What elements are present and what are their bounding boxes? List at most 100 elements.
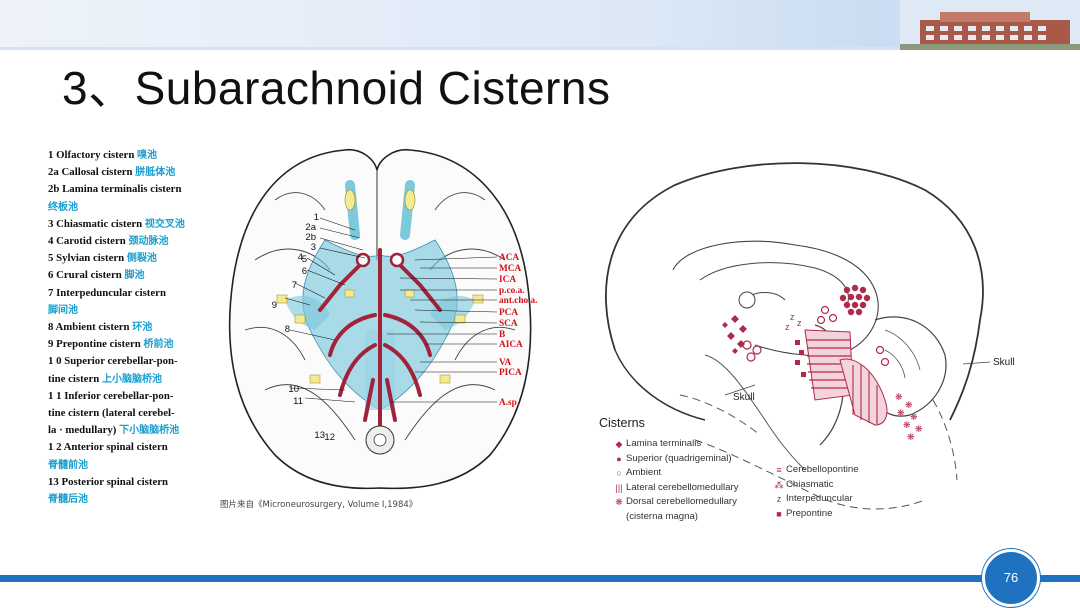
legend-cn-text: 脚池 — [124, 270, 145, 282]
cistern-legend-row: |||Lateral cerebellomedullary — [614, 481, 739, 496]
legend-line: 脚间池 — [48, 302, 228, 319]
artery-label: VA — [499, 358, 512, 368]
legend-line: 13 Posterior spinal cistern — [48, 474, 228, 491]
header-divider — [0, 47, 900, 50]
legend-marker-icon: ||| — [615, 482, 623, 493]
artery-label: ant.cho.a. — [499, 296, 537, 306]
cistern-legend-row: ❋Dorsal cerebellomedullary — [614, 495, 739, 510]
legend-cn-text: 颈动脉池 — [128, 236, 169, 248]
legend-cn-text: 终板池 — [48, 201, 78, 213]
header-building-photo — [900, 0, 1080, 50]
legend-en-text: tine cistern — [48, 372, 102, 385]
legend-marker-icon: ■ — [776, 508, 782, 519]
legend-line: 7 Interpeduncular cistern — [48, 285, 228, 302]
legend-en-text: 13 Posterior spinal cistern — [48, 475, 169, 488]
legend-marker-icon: ≡ — [776, 465, 782, 475]
legend-line: 6 Crural cistern 脚池 — [48, 267, 228, 284]
legend-label: (cisterna magna) — [626, 510, 698, 522]
legend-cn-text: 下小脑脑桥池 — [119, 425, 180, 437]
figure-number-label: 11 — [293, 396, 303, 407]
legend-line: 9 Prepontine cistern 桥前池 — [48, 336, 228, 353]
legend-line: 4 Carotid cistern 颈动脉池 — [48, 233, 228, 250]
svg-text:❋: ❋ — [903, 421, 911, 431]
figure-number-label: 6 — [302, 266, 307, 277]
legend-label: Prepontine — [786, 507, 833, 519]
figure-number-label: 7 — [292, 280, 297, 291]
figure-number-label: 2b — [305, 232, 316, 243]
figure-number-label: 5 — [302, 254, 307, 265]
legend-line: 终板池 — [48, 199, 228, 216]
legend-en-text: 2b Lamina terminalis cistern — [48, 183, 182, 196]
legend-marker-icon: ❋ — [615, 497, 623, 507]
legend-label: Interpeduncular — [786, 493, 853, 504]
legend-marker-icon: ◆ — [615, 439, 623, 449]
artery-label: SCA — [499, 319, 518, 329]
legend-cn-text: 脊髓后池 — [48, 494, 88, 506]
artery-label: AICA — [499, 340, 523, 350]
legend-cn-text: 视交叉池 — [144, 218, 185, 230]
legend-line: tine cistern 上小脑脑桥池 — [48, 371, 228, 388]
legend-line: 1 Olfactory cistern 嗅池 — [48, 147, 228, 164]
legend-marker-icon: ⁂ — [774, 479, 784, 490]
figure-number-label: 3 — [311, 242, 316, 253]
legend-line: 1 2 Anterior spinal cistern — [48, 439, 228, 456]
artery-label: ICA — [499, 275, 516, 285]
legend-line: 2b Lamina terminalis cistern — [48, 181, 228, 198]
legend-en-text: 3 Chiasmatic cistern — [48, 217, 145, 230]
legend-cn-text: 桥前池 — [143, 339, 174, 351]
svg-text:❋: ❋ — [915, 425, 923, 435]
legend-label: Lamina terminalis — [626, 438, 702, 449]
figure-number-label: 2a — [305, 222, 316, 233]
figure-number-label: 4 — [298, 252, 303, 263]
cistern-legend-row: ■ Prepontine — [774, 507, 859, 522]
legend-en-text: tine cistern (lateral cerebel- — [48, 407, 175, 420]
footer-bar — [0, 575, 1080, 582]
artery-label: B — [499, 330, 505, 340]
legend-label: Lateral cerebellomedullary — [626, 481, 739, 493]
figure-number-label: 8 — [285, 324, 290, 335]
legend-line: 1 0 Superior cerebellar-pon- — [48, 353, 228, 370]
artery-label: MCA — [499, 264, 521, 274]
legend-en-text: la · medullary) — [48, 424, 120, 437]
legend-cn-text: 嗅池 — [137, 150, 158, 161]
legend-en-text: 2a Callosal cistern — [48, 166, 136, 179]
figure-caption: 图片来自《Microneurosurgery, Volume I,1984》 — [220, 500, 418, 510]
legend-line: tine cistern (lateral cerebel- — [48, 405, 228, 422]
skull-label-right: Skull — [993, 357, 1015, 368]
svg-text:z: z — [785, 322, 790, 332]
page-number: 76 — [1003, 570, 1019, 585]
legend-label: Ambient — [626, 467, 662, 478]
legend-en-text: 4 Carotid cistern — [48, 235, 129, 248]
cistern-legend-row: ≡ Cerebellopontine — [774, 463, 859, 478]
cistern-legend-row: ●Superior (quadrigeminal) — [614, 452, 739, 467]
legend-label: Cerebellopontine — [786, 464, 859, 475]
legend-line: 8 Ambient cistern 环池 — [48, 319, 228, 336]
skull-label-left: Skull — [733, 392, 755, 403]
legend-line: 1 1 Inferior cerebellar-pon- — [48, 388, 228, 405]
figure-number-label: 1 — [314, 212, 319, 223]
legend-cn-text: 侧裂池 — [126, 253, 157, 265]
legend-label: Superior (quadrigeminal) — [626, 452, 732, 464]
legend-en-text: 1 Olfactory cistern — [48, 149, 138, 161]
legend-label: Dorsal cerebellomedullary — [626, 496, 737, 507]
legend-en-text: 7 Interpeduncular cistern — [48, 286, 166, 299]
cistern-legend-row: (cisterna magna) — [614, 510, 739, 525]
svg-text:❋: ❋ — [895, 393, 903, 403]
legend-cn-text: 脊髓前池 — [48, 459, 88, 471]
svg-text:❋: ❋ — [907, 433, 915, 443]
figure-number-label: 10 — [288, 384, 299, 395]
artery-label: ACA — [499, 253, 519, 263]
legend-label: Chiasmatic — [786, 478, 834, 490]
artery-label: A.sp. — [499, 398, 519, 408]
legend-en-text: 9 Prepontine cistern — [48, 338, 144, 351]
svg-text:z: z — [797, 318, 802, 328]
legend-en-text: 8 Ambient cistern — [48, 321, 133, 334]
legend-en-text: 1 1 Inferior cerebellar-pon- — [48, 389, 174, 402]
legend-en-text: 6 Crural cistern — [48, 269, 125, 282]
artery-label: PICA — [499, 368, 522, 378]
legend-line: 2a Callosal cistern 胼胝体池 — [48, 164, 228, 181]
legend-cn-text: 环池 — [132, 322, 153, 334]
